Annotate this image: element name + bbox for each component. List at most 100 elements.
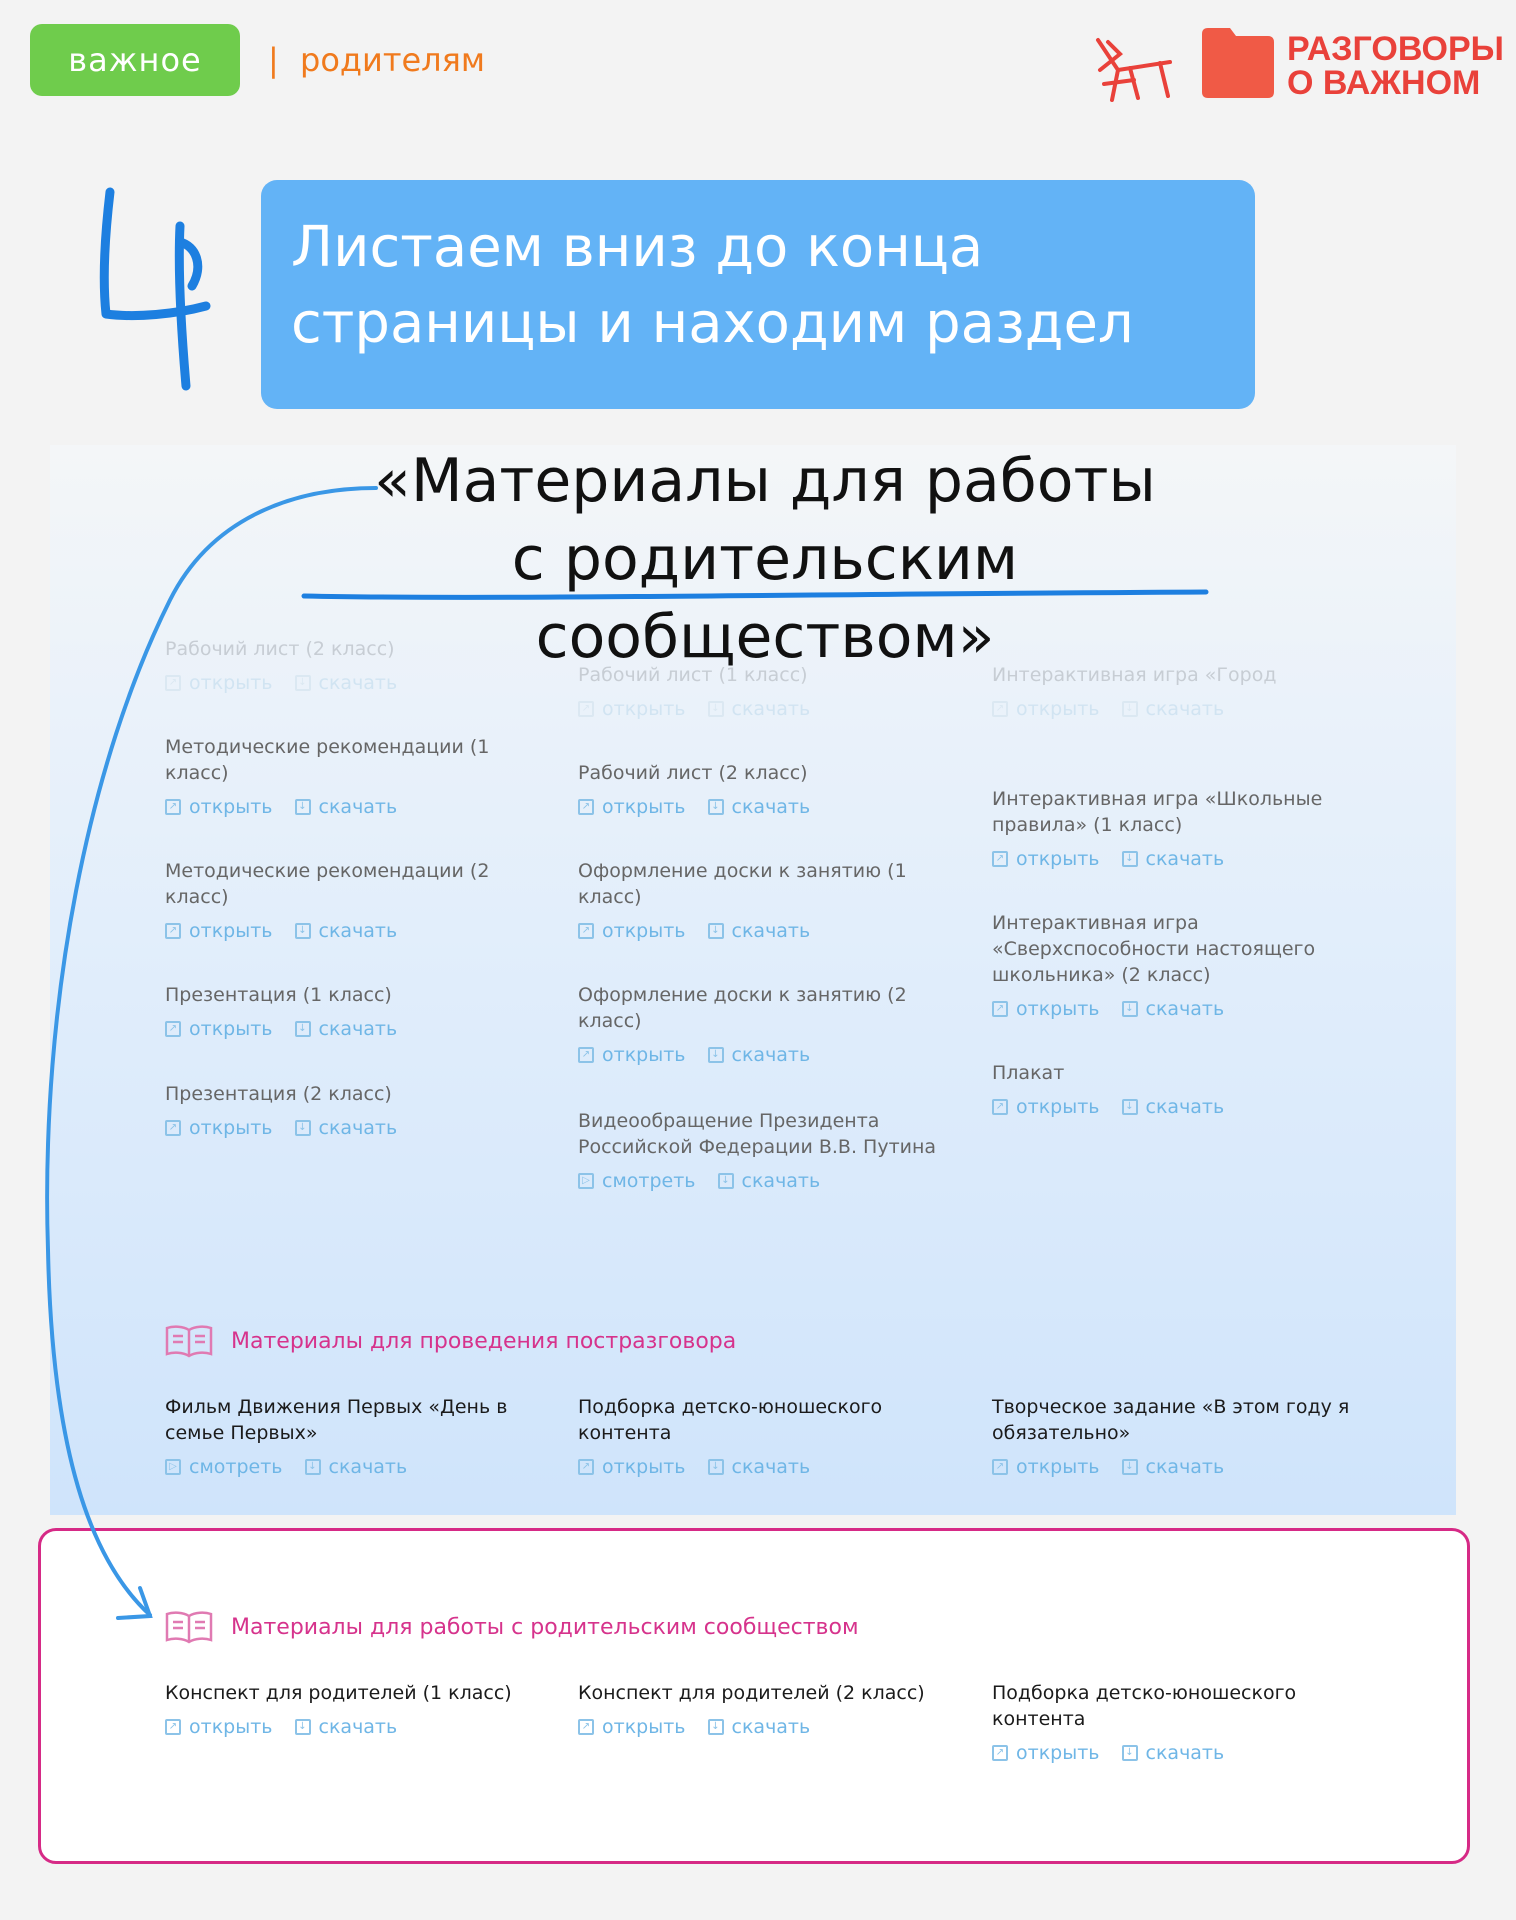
download-icon: ↓: [294, 675, 311, 691]
download-icon: ↓: [1121, 1099, 1138, 1115]
download-link[interactable]: ↓скачать: [294, 920, 398, 942]
download-label: скачать: [731, 1044, 811, 1066]
open-link[interactable]: ↗открыть: [578, 1716, 686, 1738]
open-link[interactable]: ↗открыть: [992, 1456, 1100, 1478]
open-link[interactable]: ↗открыть: [165, 796, 273, 818]
tag-parents-link[interactable]: родителям: [300, 41, 485, 79]
post-talk-section-title: Материалы для проведения постразговора: [231, 1328, 737, 1354]
download-link[interactable]: ↓скачать: [707, 796, 810, 818]
download-icon: ↓: [707, 799, 724, 815]
open-link[interactable]: ↗открыть: [992, 1742, 1100, 1764]
download-link[interactable]: ↓скачать: [294, 796, 397, 818]
list-item: Творческое задание «В этом году я обязат…: [992, 1394, 1352, 1478]
open-icon: ↗: [578, 799, 594, 815]
download-link[interactable]: ↓скачать: [294, 1716, 398, 1738]
open-link[interactable]: ↗ открыть: [165, 1716, 273, 1738]
open-link[interactable]: ↗открыть: [992, 998, 1100, 1020]
download-link[interactable]: ↓скачать: [1121, 998, 1224, 1020]
open-link[interactable]: ↗открыть: [165, 1018, 273, 1040]
logo-text: РАЗГОВОРЫ О ВАЖНОМ: [1287, 32, 1504, 100]
download-link[interactable]: ↓скачать: [1121, 848, 1224, 870]
list-item: Оформление доски к занятию (2 класс) ↗от…: [578, 982, 938, 1066]
open-icon: ↗: [992, 701, 1008, 717]
open-link[interactable]: ↗открыть: [165, 672, 273, 694]
download-link[interactable]: ↓скачать: [294, 672, 397, 694]
download-link[interactable]: ↓скачать: [294, 1018, 398, 1040]
download-link[interactable]: ↓скачать: [304, 1456, 408, 1478]
open-icon: ↗: [578, 701, 594, 717]
list-item: Конспект для родителей (2 класс) ↗открыт…: [578, 1680, 938, 1738]
open-label: открыть: [189, 672, 273, 694]
item-title: Презентация (1 класс): [165, 984, 392, 1006]
download-label: скачать: [318, 1018, 398, 1040]
open-link[interactable]: ↗открыть: [578, 920, 686, 942]
open-icon: ↗: [165, 1719, 181, 1735]
download-label: скачать: [731, 1716, 811, 1738]
watch-label: смотреть: [189, 1456, 283, 1478]
tag-important-button[interactable]: важное: [30, 24, 240, 96]
download-link[interactable]: ↓скачать: [294, 1117, 397, 1139]
download-icon: ↓: [1121, 701, 1138, 717]
open-icon: ↗: [992, 1745, 1008, 1761]
faded-list-item: Интерактивная игра «Город ↗открыть ↓ скач…: [992, 662, 1352, 720]
open-link[interactable]: ↗ открыть: [578, 698, 686, 720]
download-label: скачать: [328, 1456, 408, 1478]
download-icon: ↓: [707, 701, 724, 717]
list-item: Рабочий лист (2 класс) ↗открыть ↓скачать: [578, 760, 938, 818]
open-label: открыть: [189, 796, 273, 818]
download-icon: ↓: [1121, 1459, 1138, 1475]
open-label: открыть: [189, 1018, 273, 1040]
download-label: скачать: [1145, 1096, 1225, 1118]
download-link[interactable]: ↓ скачать: [1121, 1742, 1225, 1764]
item-title: Методические рекомендации (2 класс): [165, 860, 490, 908]
open-link[interactable]: ↗открыть: [578, 1456, 686, 1478]
download-label: скачать: [1145, 698, 1225, 720]
open-link[interactable]: ↗открыть: [165, 1117, 273, 1139]
open-label: открыть: [189, 1716, 273, 1738]
download-link[interactable]: ↓скачать: [707, 698, 810, 720]
list-item: Видеообращение Президента Российской Фед…: [578, 1108, 978, 1192]
open-label: открыть: [602, 698, 686, 720]
item-title: Оформление доски к занятию (2 класс): [578, 984, 907, 1032]
download-icon: ↓: [294, 799, 311, 815]
open-label: открыть: [602, 1716, 686, 1738]
open-link[interactable]: ↗открыть: [992, 848, 1100, 870]
download-link[interactable]: ↓ скачать: [1121, 698, 1225, 720]
open-link[interactable]: ↗открыть: [578, 796, 686, 818]
download-link[interactable]: ↓скачать: [707, 1044, 811, 1066]
download-link[interactable]: ↓скачать: [707, 1716, 811, 1738]
download-label: скачать: [1145, 1742, 1225, 1764]
item-title: Конспект для родителей (1 класс): [165, 1682, 512, 1704]
download-link[interactable]: ↓скачать: [717, 1170, 821, 1192]
watch-link[interactable]: ▷смотреть: [578, 1170, 696, 1192]
item-title: Методические рекомендации (1 класс): [165, 736, 490, 784]
open-link[interactable]: ↗открыть: [165, 920, 273, 942]
download-link[interactable]: ↓скачать: [707, 920, 811, 942]
tag-separator: |: [268, 41, 279, 79]
open-link[interactable]: ↗ открыть: [992, 1096, 1100, 1118]
download-label: скачать: [741, 1170, 821, 1192]
download-link[interactable]: ↓ скачать: [1121, 1096, 1225, 1118]
open-label: открыть: [1016, 1096, 1100, 1118]
open-icon: ↗: [992, 1001, 1008, 1017]
download-link[interactable]: ↓скачать: [1121, 1456, 1224, 1478]
item-title: Интерактивная игра «Город: [992, 664, 1277, 686]
download-icon: ↓: [294, 1120, 311, 1136]
download-link[interactable]: ↓скачать: [707, 1456, 810, 1478]
download-label: скачать: [731, 920, 811, 942]
list-item: Конспект для родителей (1 класс) ↗ открыт…: [165, 1680, 525, 1738]
item-title: Интерактивная игра «Сверхспособности нас…: [992, 912, 1316, 986]
open-icon: ↗: [578, 1459, 594, 1475]
open-label: открыть: [1016, 1456, 1100, 1478]
list-item: Оформление доски к занятию (1 класс) ↗от…: [578, 858, 938, 942]
open-icon: ↗: [992, 1099, 1008, 1115]
step-instruction-box: Листаем вниз до конца страницы и находим…: [261, 180, 1255, 409]
watch-link[interactable]: ▷смотреть: [165, 1456, 283, 1478]
download-icon: ↓: [1121, 1745, 1138, 1761]
open-link[interactable]: ↗открыть: [992, 698, 1100, 720]
item-title: Рабочий лист (2 класс): [165, 638, 395, 660]
open-link[interactable]: ↗открыть: [578, 1044, 686, 1066]
list-item: Интерактивная игра «Сверхспособности нас…: [992, 910, 1352, 1020]
download-label: скачать: [318, 1716, 398, 1738]
download-label: скачать: [318, 920, 398, 942]
